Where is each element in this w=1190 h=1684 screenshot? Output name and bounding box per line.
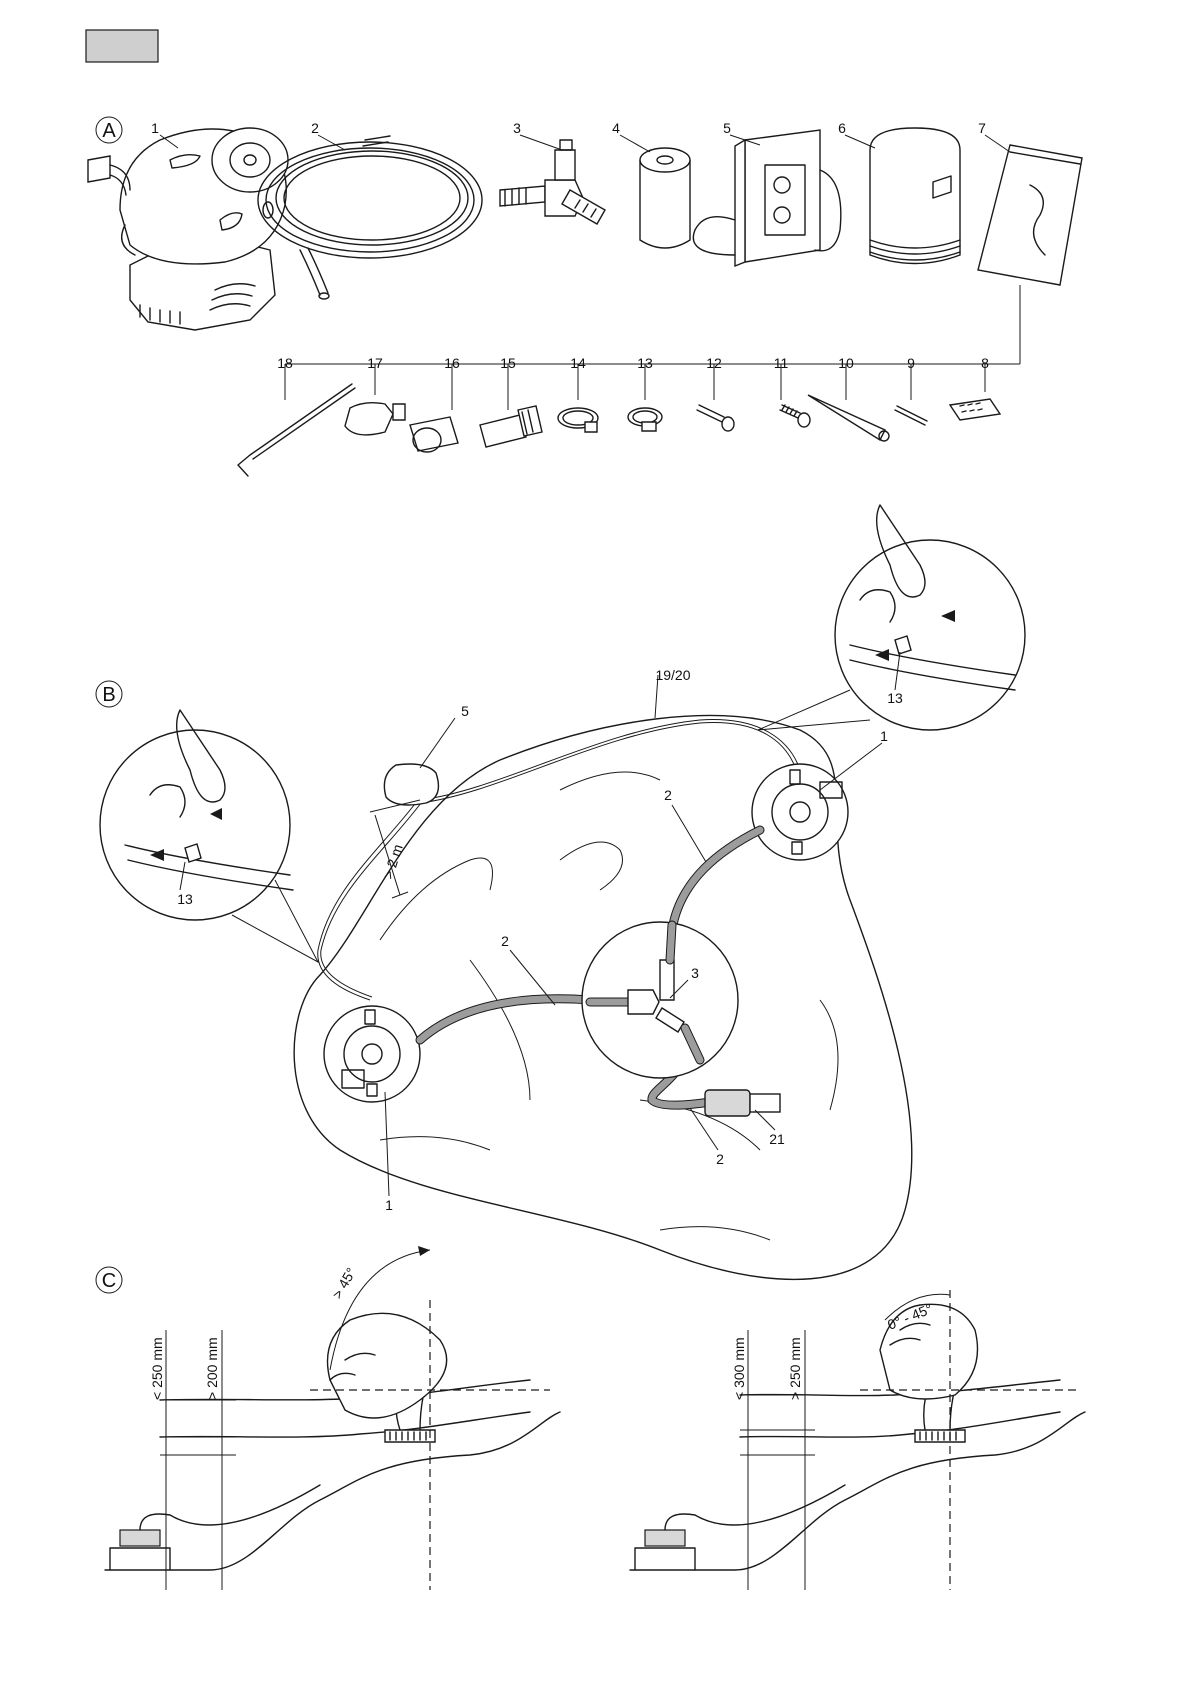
part-label-1: 1 [151,120,159,136]
tee-detail-circle [582,922,738,1078]
part-5-transformer [693,130,841,266]
left-depth-min-label: > 200 mm [204,1337,220,1400]
part-label-13: 13 [637,355,653,371]
tee-label: 3 [691,965,699,981]
cross-section-left [105,1246,560,1590]
jet-disc-right [752,764,848,860]
part-label-18: 18 [277,355,293,371]
hose-upper-label: 2 [664,787,672,803]
part-label-11: 11 [774,355,789,371]
part-6-transformer-cover [870,128,960,264]
clip-detail-left [100,710,318,962]
part-label-4: 4 [612,120,620,136]
part-1-jet-unit [88,128,288,330]
part-label-6: 6 [838,120,846,136]
language-tab [86,30,158,62]
parts-bracket [285,285,1020,364]
clip-left-label: 13 [177,891,193,907]
right-depth-min-label: > 250 mm [787,1337,803,1400]
part-label-15: 15 [500,355,516,371]
left-angle-label: > 45° [329,1265,359,1302]
part-3-tee-connector [500,140,605,224]
clip-right-label: 13 [887,690,903,706]
small-parts [238,384,1000,476]
section-b-label: B [102,684,115,706]
right-depth-max-label: < 300 mm [731,1337,747,1400]
part-label-12: 12 [706,355,722,371]
hose-mid-label: 2 [501,933,509,949]
part-label-17: 17 [367,355,383,371]
part-label-3: 3 [513,120,521,136]
part-7-accessory-bag [978,145,1082,285]
jet-disc-left [324,1006,420,1102]
transformer-box [384,764,438,805]
filter-label: 21 [769,1131,785,1147]
part-label-8: 8 [981,355,989,371]
section-c-label: C [102,1270,116,1292]
part-label-10: 10 [838,355,854,371]
part-2-hose-coil [258,136,482,299]
part-label-16: 16 [444,355,460,371]
part-label-14: 14 [570,355,586,371]
filter-sponge-21 [705,1090,780,1116]
part-label-9: 9 [907,355,915,371]
part-label-7: 7 [978,120,986,136]
cable-label: 19/20 [655,667,690,683]
section-b-leaders [180,652,900,1196]
cross-section-right [630,1290,1085,1590]
jet-left-label: 1 [385,1197,393,1213]
transformer-label: 5 [461,703,469,719]
part-label-5: 5 [723,120,731,136]
section-a-label: A [102,120,116,142]
hose-lower-label: 2 [716,1151,724,1167]
jet-right-label: 1 [880,728,888,744]
part-label-2: 2 [311,120,319,136]
left-depth-max-label: < 250 mm [149,1337,165,1400]
part-4-filter-sponge [640,148,690,248]
